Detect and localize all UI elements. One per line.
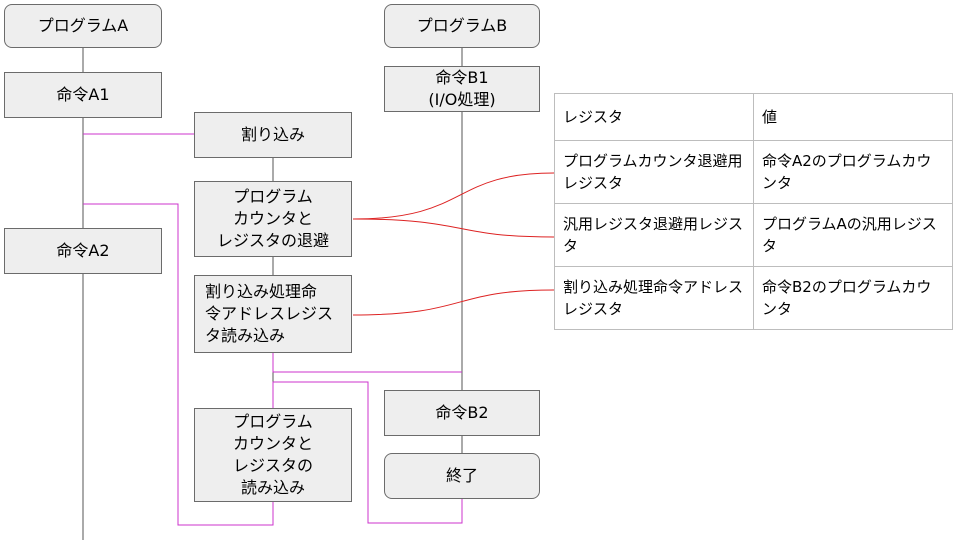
header-value: 値 xyxy=(753,93,953,141)
flow-b2-to-restore xyxy=(272,381,463,524)
register-name-cell: 汎用レジスタ退避用レジスタ xyxy=(554,203,754,267)
register-value-cell: 命令A2のプログラムカウンタ xyxy=(753,140,953,204)
flow-to-program-b xyxy=(272,353,462,373)
register-name-cell: プログラムカウンタ退避用レジスタ xyxy=(554,140,754,204)
table-row: 割り込み処理命令アドレスレジスタ 命令B2のプログラムカウンタ xyxy=(554,266,953,330)
instruction-a2-box: 命令A2 xyxy=(4,228,162,274)
read-handler-address-box: 割り込み処理命 令アドレスレジス タ読み込み xyxy=(194,275,352,353)
program-b-header: プログラムB xyxy=(384,4,540,48)
table-row: プログラムカウンタ退避用レジスタ 命令A2のプログラムカウンタ xyxy=(554,140,953,204)
instruction-a1-box: 命令A1 xyxy=(4,72,162,118)
end-box: 終了 xyxy=(384,453,540,499)
table-row: 汎用レジスタ退避用レジスタ プログラムAの汎用レジスタ xyxy=(554,203,953,267)
restore-registers-box: プログラム カウンタと レジスタの 読み込み xyxy=(194,408,352,502)
flow-restore-to-a2 xyxy=(83,203,274,526)
link-save-to-pc-register xyxy=(352,172,555,220)
register-name-cell: 割り込み処理命令アドレスレジスタ xyxy=(554,266,754,330)
instruction-b1-box: 命令B1 (I/O処理) xyxy=(384,66,540,112)
link-save-to-general-register xyxy=(352,218,555,238)
save-registers-box: プログラム カウンタと レジスタの退避 xyxy=(194,181,352,257)
header-register: レジスタ xyxy=(554,93,754,141)
interrupt-box: 割り込み xyxy=(194,112,352,158)
link-read-to-handler-register xyxy=(352,289,555,316)
register-table-header: レジスタ 値 xyxy=(554,93,953,141)
register-table: レジスタ 値 プログラムカウンタ退避用レジスタ 命令A2のプログラムカウンタ 汎… xyxy=(554,93,953,330)
register-value-cell: プログラムAの汎用レジスタ xyxy=(753,203,953,267)
program-a-header: プログラムA xyxy=(4,4,162,48)
register-value-cell: 命令B2のプログラムカウンタ xyxy=(753,266,953,330)
instruction-b2-box: 命令B2 xyxy=(384,390,540,436)
